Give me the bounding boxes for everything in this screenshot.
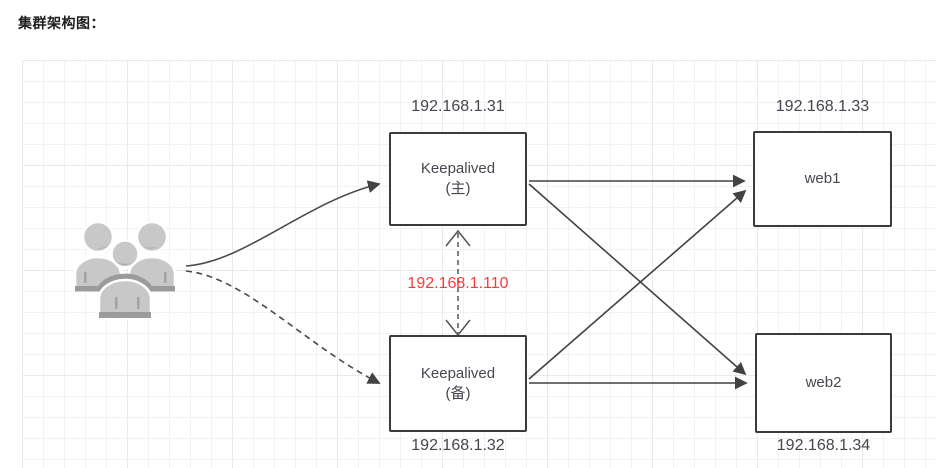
node-label: Keepalived: [420, 160, 496, 177]
node-keepalived-master: Keepalived (主): [389, 132, 527, 226]
ip-label-keepalived-master: 192.168.1.31: [411, 98, 505, 115]
edge-users-to-master: [185, 180, 381, 267]
node-web1: web1: [753, 131, 892, 227]
node-label: web2: [805, 374, 842, 391]
node-role: (备): [445, 384, 471, 402]
edge-master-to-web2: [528, 183, 747, 376]
ip-label-web1: 192.168.1.33: [775, 98, 870, 115]
ip-label-web2: 192.168.1.34: [776, 437, 871, 454]
node-label: Keepalived: [420, 364, 496, 382]
vip-label: 192.168.1.110: [407, 275, 509, 292]
users-icon: [73, 220, 177, 320]
node-web2: web2: [755, 333, 892, 433]
node-label: web1: [804, 170, 841, 187]
node-role: (主): [445, 180, 471, 197]
edge-backup-to-web1: [528, 189, 747, 380]
page-title: 集群架构图：: [18, 15, 105, 31]
node-keepalived-backup: Keepalived (备): [389, 335, 527, 432]
edge-users-to-backup: [185, 270, 381, 384]
ip-label-keepalived-backup: 192.168.1.32: [411, 437, 505, 454]
